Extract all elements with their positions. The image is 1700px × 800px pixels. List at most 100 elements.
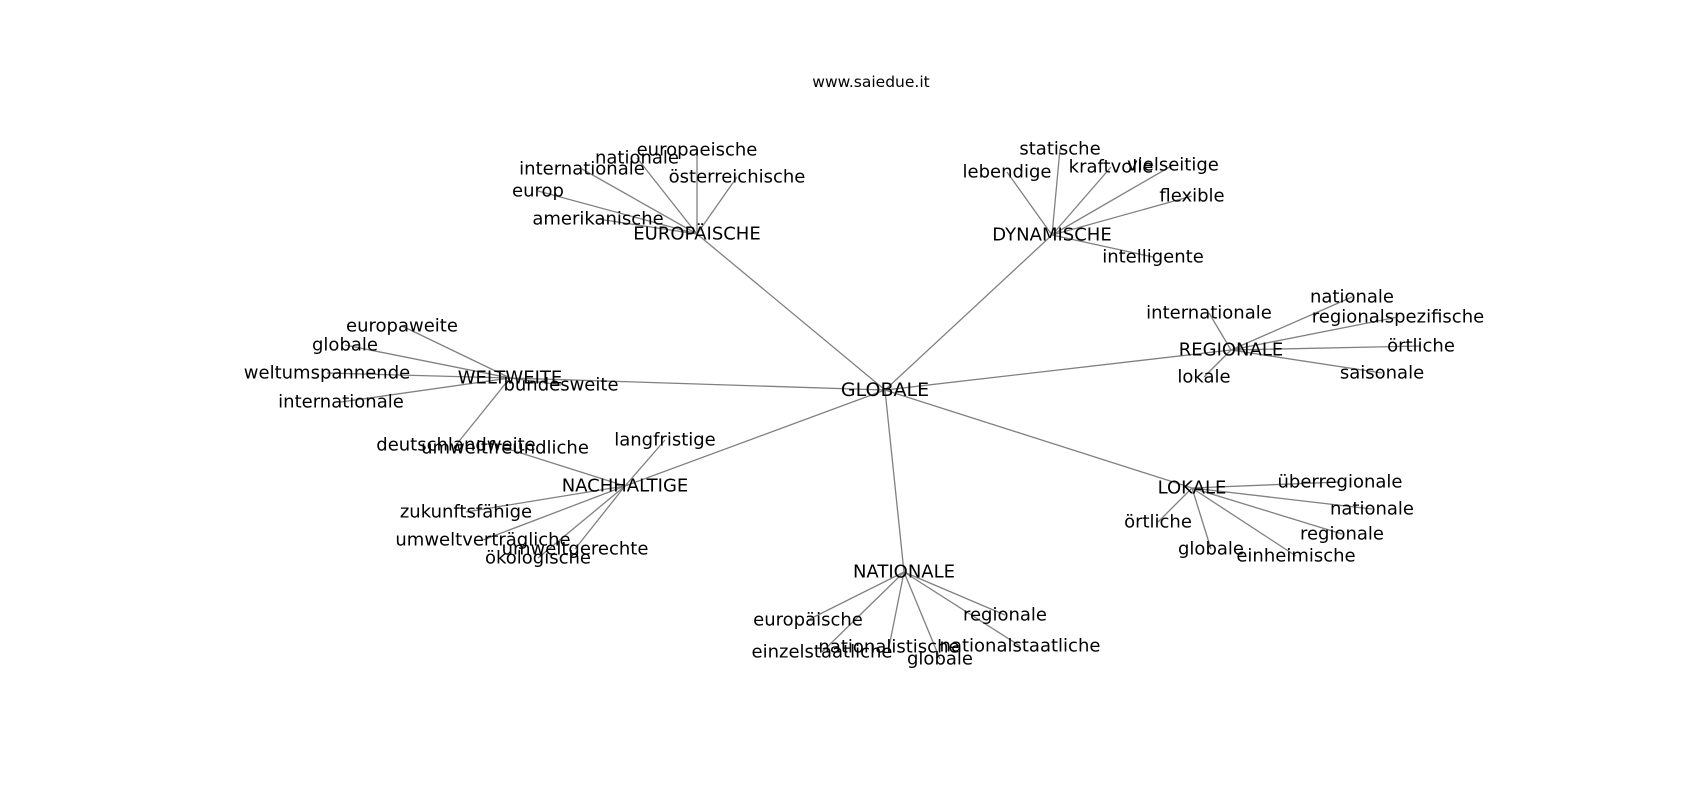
hub-leaf-edge bbox=[344, 344, 511, 379]
leaf-node: intelligente bbox=[1102, 247, 1204, 268]
leaf-node: vielseitige bbox=[1127, 155, 1219, 176]
hub-leaf-edge bbox=[903, 571, 941, 660]
leaf-node: örtliche bbox=[1387, 336, 1455, 357]
hub-leaf-edge bbox=[1230, 349, 1383, 374]
hub-leaf-edge bbox=[1051, 164, 1174, 236]
hub-leaf-edge bbox=[509, 377, 562, 386]
hub-leaf-edge bbox=[581, 168, 698, 235]
hub-leaf-edge bbox=[504, 447, 626, 487]
leaf-node: nationalistische bbox=[818, 637, 959, 658]
leaf-node: umweltgerechte bbox=[502, 539, 649, 560]
hub-node: REGIONALE bbox=[1179, 340, 1283, 361]
center-hub-edge bbox=[696, 233, 886, 391]
hub-leaf-edge bbox=[636, 157, 698, 235]
leaf-node: europ bbox=[512, 181, 564, 202]
hub-node: WELTWEITE bbox=[458, 368, 563, 389]
hub-leaf-edge bbox=[807, 571, 905, 621]
leaf-node: internationale bbox=[1146, 303, 1272, 324]
leaf-node: nationale bbox=[595, 148, 679, 169]
hub-leaf-edge bbox=[401, 325, 511, 379]
hub-leaf-edge bbox=[340, 377, 511, 403]
hub-leaf-edge bbox=[1191, 487, 1373, 510]
leaf-node: langfristige bbox=[614, 430, 716, 451]
hub-leaf-edge bbox=[821, 571, 905, 653]
leaf-node: nationale bbox=[1310, 287, 1394, 308]
site-label: www.saiedue.it bbox=[812, 73, 929, 91]
center-hub-edge bbox=[624, 389, 886, 487]
hub-leaf-edge bbox=[482, 485, 626, 541]
center-hub-edge bbox=[884, 389, 1193, 489]
hub-leaf-edge bbox=[537, 485, 626, 559]
hub-leaf-edge bbox=[1051, 166, 1112, 236]
leaf-node: kraftvolle bbox=[1069, 157, 1154, 178]
hub-leaf-edge bbox=[1051, 234, 1154, 258]
leaf-node: amerikanische bbox=[532, 209, 663, 230]
hub-leaf-edge bbox=[1191, 481, 1341, 489]
hub-leaf-edge bbox=[326, 372, 511, 379]
hub-leaf-edge bbox=[903, 571, 1021, 647]
hub-leaf-edge bbox=[537, 190, 698, 235]
center-node: GLOBALE bbox=[841, 379, 929, 401]
hub-leaf-edge bbox=[1230, 345, 1422, 351]
hub-node: LOKALE bbox=[1158, 478, 1227, 499]
leaf-node: österreichische bbox=[669, 167, 806, 188]
center-hub-edge bbox=[884, 234, 1053, 391]
leaf-node: weltumspannende bbox=[244, 363, 410, 384]
hub-leaf-edge bbox=[1051, 148, 1061, 236]
leaf-node: nationale bbox=[1330, 499, 1414, 520]
hub-leaf-edge bbox=[1230, 316, 1399, 351]
hub-leaf-edge bbox=[455, 377, 511, 446]
edges bbox=[326, 148, 1422, 660]
hub-leaf-edge bbox=[1191, 487, 1297, 557]
leaf-node: umweltverträgliche bbox=[395, 530, 570, 551]
hub-leaf-edge bbox=[597, 218, 698, 235]
hub-node: NATIONALE bbox=[853, 562, 955, 583]
hub-leaf-edge bbox=[1006, 171, 1053, 236]
hub-node: NACHHALTIGE bbox=[562, 476, 689, 497]
hub-leaf-edge bbox=[903, 571, 1006, 616]
hub-leaf-edge bbox=[696, 176, 738, 235]
leaf-node: saisonale bbox=[1340, 363, 1424, 384]
leaf-node: globale bbox=[1178, 539, 1244, 560]
hub-leaf-edge bbox=[1203, 349, 1232, 378]
leaf-node: lebendige bbox=[963, 162, 1052, 183]
hub-node: EUROPÄISCHE bbox=[633, 224, 760, 245]
leaf-node: umweltfreundliche bbox=[421, 438, 589, 459]
leaf-node: lokale bbox=[1177, 367, 1230, 388]
leaf-node: flexible bbox=[1159, 186, 1224, 207]
hub-leaf-edge bbox=[1208, 312, 1232, 351]
leaf-node: zukunftsfähige bbox=[400, 502, 532, 523]
hub-leaf-edge bbox=[1157, 487, 1193, 523]
leaf-node: bundesweite bbox=[503, 375, 618, 396]
leaf-node: globale bbox=[312, 335, 378, 356]
hub-leaf-edge bbox=[1051, 195, 1193, 236]
leaf-node: statische bbox=[1019, 139, 1100, 160]
hub-leaf-edge bbox=[465, 485, 626, 513]
leaf-node: deutschlandweite bbox=[376, 435, 535, 456]
leaf-node: überregionale bbox=[1277, 472, 1402, 493]
node-labels: GLOBALE EUROPÄISCHEeuropaeischenationale… bbox=[244, 139, 1484, 670]
center-hub-edge bbox=[884, 349, 1232, 391]
hub-leaf-edge bbox=[1230, 296, 1353, 351]
leaf-node: nationalstaatliche bbox=[940, 636, 1101, 657]
leaf-node: einzelstaatliche bbox=[752, 642, 893, 663]
hub-leaf-edge bbox=[624, 439, 666, 487]
leaf-node: einheimische bbox=[1236, 546, 1355, 567]
leaf-node: örtliche bbox=[1124, 512, 1192, 533]
hub-leaf-edge bbox=[1191, 487, 1212, 550]
center-hub-edge bbox=[884, 389, 905, 573]
leaf-node: regionalspezifische bbox=[1312, 307, 1484, 328]
center-hub-edge bbox=[509, 377, 886, 391]
hub-leaf-edge bbox=[1191, 487, 1343, 535]
leaf-node: europaweite bbox=[346, 316, 458, 337]
leaf-node: ökologische bbox=[485, 548, 591, 569]
leaf-node: europaeische bbox=[637, 140, 758, 161]
leaf-node: regionale bbox=[1300, 524, 1384, 545]
hub-node: DYNAMISCHE bbox=[992, 225, 1111, 246]
leaf-node: internationale bbox=[519, 159, 645, 180]
hub-leaf-edge bbox=[574, 485, 626, 550]
leaf-node: europäische bbox=[753, 610, 863, 631]
leaf-node: regionale bbox=[963, 605, 1047, 626]
hub-leaf-edge bbox=[888, 571, 905, 648]
